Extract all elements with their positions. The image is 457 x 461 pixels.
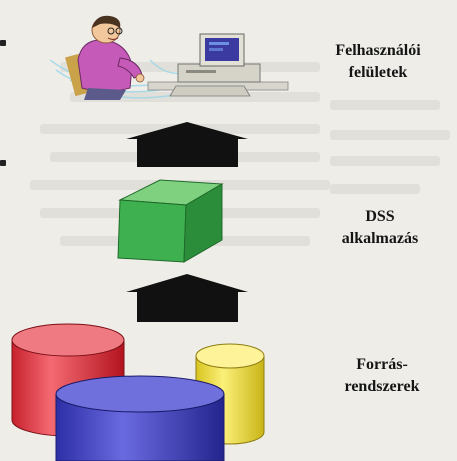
user-at-computer-illustration: [49, 15, 289, 100]
layer-label-line: rendszerek: [344, 378, 420, 395]
green-cube-icon: [117, 179, 224, 263]
layer-label-dss-application: DSS alkalmazás: [318, 206, 442, 250]
layer-label-line: felületek: [348, 64, 408, 81]
layer-label-source-systems: Forrás- rendszerek: [320, 354, 444, 398]
bullet-mark-mid: [0, 160, 6, 166]
up-arrow-icon: [126, 122, 248, 167]
bullet-mark-top: [0, 40, 6, 46]
layer-label-user-interfaces: Felhasználói felületek: [316, 40, 440, 84]
layer-label-line: Felhasználói: [335, 42, 421, 59]
database-cylinders-icon: [11, 323, 265, 461]
layer-label-line: DSS: [365, 208, 395, 225]
layer-label-line: Forrás-: [356, 356, 408, 373]
layer-label-line: alkalmazás: [341, 230, 419, 247]
up-arrow-icon: [126, 274, 248, 322]
